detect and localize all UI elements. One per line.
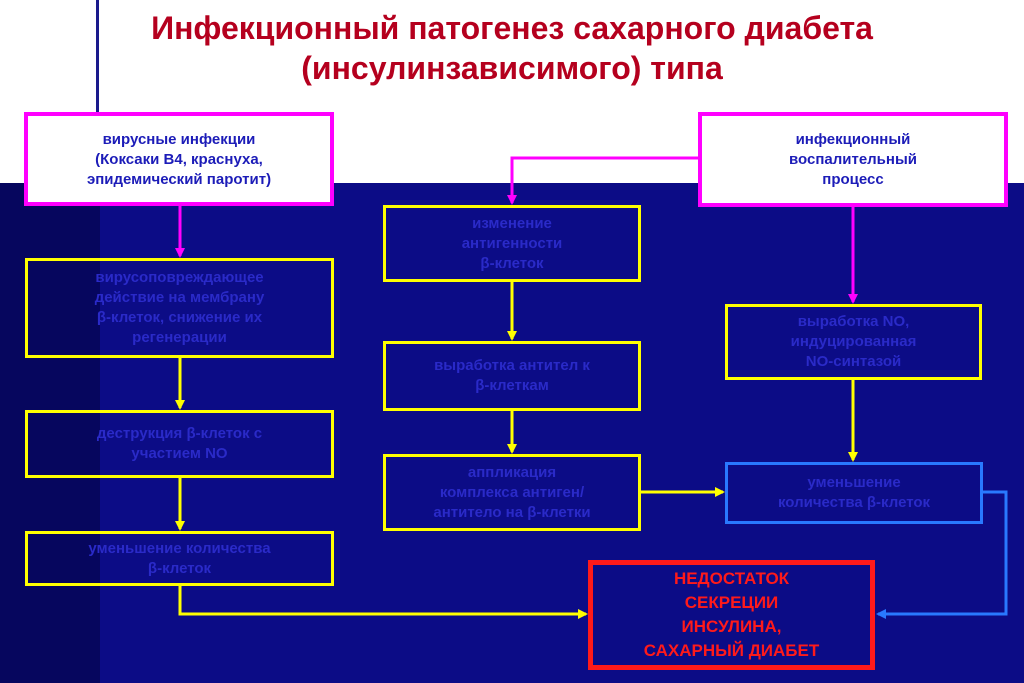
slide-title: Инфекционный патогенез сахарного диабета… <box>0 8 1024 88</box>
box-virus-damage: вирусоповреждающее действие на мембрану … <box>25 258 334 358</box>
box-complex-application: аппликация комплекса антиген/ антитело н… <box>383 454 641 531</box>
box-beta-destruction: деструкция β-клеток с участием NO <box>25 410 334 478</box>
title-line-1: Инфекционный патогенез сахарного диабета <box>151 10 873 46</box>
box-antibody-production: выработка антител к β-клеткам <box>383 341 641 411</box>
vertical-rule <box>96 0 99 183</box>
box-no-production: выработка NO, индуцированная NO-синтазой <box>725 304 982 380</box>
box-inflammatory-process: инфекционный воспалительный процесс <box>698 112 1008 207</box>
arrow-decrease-left-to-deficiency <box>178 586 588 619</box>
background-left-strip <box>0 183 100 683</box>
arrow-inflammation-to-antigenicity <box>507 156 698 205</box>
box-beta-decrease-left: уменьшение количества β-клеток <box>25 531 334 586</box>
box-viral-infections: вирусные инфекции (Коксаки В4, краснуха,… <box>24 112 334 206</box>
title-line-2: (инсулинзависимого) типа <box>301 50 723 86</box>
box-beta-decrease-right: уменьшение количества β-клеток <box>725 462 983 524</box>
arrow-decrease-right-to-deficiency <box>876 490 1008 619</box>
box-insulin-deficiency: НЕДОСТАТОК СЕКРЕЦИИ ИНСУЛИНА, САХАРНЫЙ Д… <box>588 560 875 670</box>
box-antigenicity-change: изменение антигенности β-клеток <box>383 205 641 282</box>
